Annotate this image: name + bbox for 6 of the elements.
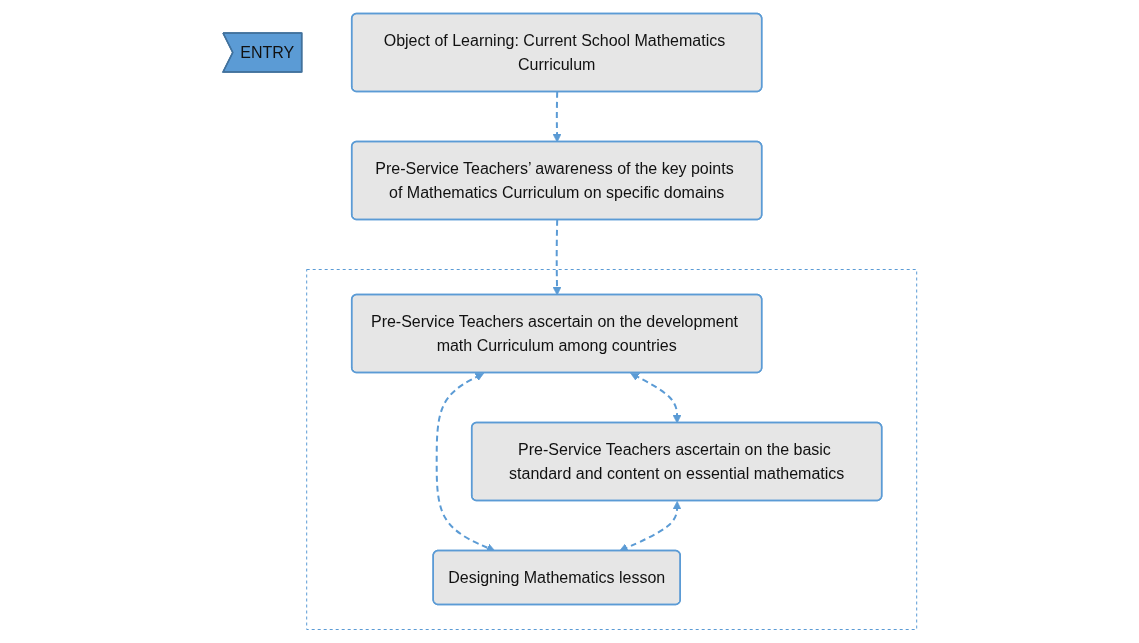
arrow — [552, 91, 562, 143]
cluster — [305, 269, 917, 630]
arrow — [435, 372, 495, 552]
arrow — [552, 219, 562, 296]
arrow — [629, 372, 682, 424]
arrow — [618, 501, 682, 552]
